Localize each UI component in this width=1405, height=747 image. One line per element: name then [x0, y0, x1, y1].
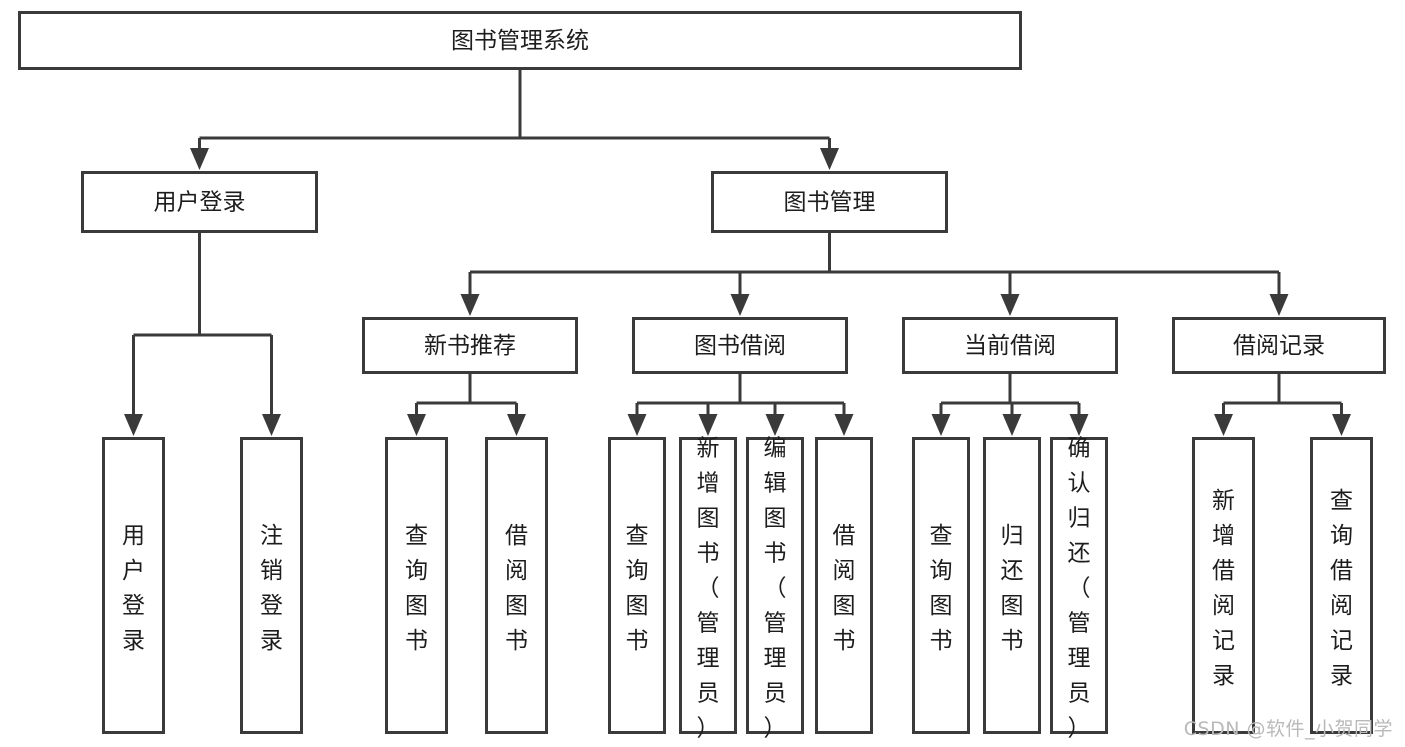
node-box — [1192, 437, 1255, 734]
node-leaf-confirm-return[interactable]: 确认归还（管理员） — [1050, 435, 1108, 741]
node-box — [385, 437, 448, 734]
arrow-head-icon — [1269, 294, 1289, 316]
node-leaf-add-book[interactable]: 新增图书（管理员） — [679, 435, 737, 741]
node-leaf-borrow-book-2[interactable]: 借阅图书 — [815, 437, 873, 734]
arrow-head-icon — [1332, 414, 1351, 436]
node-label: 查询借阅记录 — [1330, 488, 1353, 689]
arrow-head-icon — [1002, 414, 1022, 436]
node-leaf-add-record[interactable]: 新增借阅记录 — [1192, 437, 1255, 734]
node-new-book-rec[interactable]: 新书推荐 — [362, 317, 578, 374]
node-label: 用户登录 — [154, 190, 246, 216]
node-root[interactable]: 图书管理系统 — [18, 11, 1022, 70]
node-box — [815, 437, 873, 734]
node-label: 查询图书 — [626, 523, 649, 654]
node-label: 确认归还（管理员） — [1068, 435, 1091, 741]
node-box — [679, 437, 737, 734]
node-label: 借阅图书 — [505, 523, 528, 654]
node-box — [983, 437, 1041, 734]
arrow-head-icon — [1069, 414, 1089, 436]
node-label: 归还图书 — [1001, 523, 1024, 654]
node-box — [81, 171, 318, 233]
node-label: 借阅图书 — [833, 523, 856, 654]
node-box — [240, 437, 303, 734]
arrow-head-icon — [834, 414, 854, 436]
arrow-head-icon — [1214, 414, 1233, 436]
node-book-borrow[interactable]: 图书借阅 — [632, 317, 848, 374]
node-label: 图书管理系统 — [451, 28, 589, 54]
node-leaf-return-book[interactable]: 归还图书 — [983, 437, 1041, 734]
node-box — [902, 317, 1118, 374]
node-box — [711, 171, 948, 233]
node-box — [632, 317, 848, 374]
node-leaf-user-login[interactable]: 用户登录 — [102, 437, 165, 734]
watermark-label: CSDN @软件_小贺同学 — [1183, 718, 1393, 740]
node-label: 图书借阅 — [694, 333, 786, 359]
node-label: 新书推荐 — [424, 333, 516, 359]
arrow-head-icon — [124, 414, 143, 436]
node-box — [1310, 437, 1373, 734]
arrow-head-icon — [507, 414, 526, 436]
node-leaf-query-book-1[interactable]: 查询图书 — [385, 437, 448, 734]
node-label: 图书管理 — [784, 190, 876, 216]
arrow-head-icon — [765, 414, 785, 436]
node-label: 查询图书 — [930, 523, 953, 654]
node-box — [362, 317, 578, 374]
node-leaf-query-book-2[interactable]: 查询图书 — [608, 437, 666, 734]
arrow-head-icon — [730, 294, 750, 316]
node-book-manage[interactable]: 图书管理 — [711, 171, 948, 233]
node-current-borrow[interactable]: 当前借阅 — [902, 317, 1118, 374]
node-box — [746, 437, 804, 734]
node-label: 新增借阅记录 — [1212, 488, 1235, 689]
arrow-head-icon — [262, 414, 281, 436]
arrow-head-icon — [460, 294, 480, 316]
arrow-head-icon — [820, 148, 839, 170]
node-box — [1172, 317, 1386, 374]
node-layer: 图书管理系统用户登录图书管理新书推荐图书借阅当前借阅借阅记录用户登录注销登录查询… — [18, 11, 1386, 741]
node-leaf-query-book-3[interactable]: 查询图书 — [912, 437, 970, 734]
node-label: 用户登录 — [122, 523, 145, 654]
node-box — [608, 437, 666, 734]
node-box — [18, 11, 1022, 70]
arrow-head-icon — [931, 414, 951, 436]
node-box — [485, 437, 548, 734]
node-box — [912, 437, 970, 734]
node-label: 当前借阅 — [964, 333, 1056, 359]
node-box — [1050, 437, 1108, 734]
arrow-head-icon — [190, 148, 209, 170]
arrow-head-icon — [698, 414, 718, 436]
node-leaf-edit-book[interactable]: 编辑图书（管理员） — [746, 435, 804, 741]
arrow-head-icon — [627, 414, 647, 436]
arrow-head-icon — [407, 414, 426, 436]
node-leaf-borrow-book-1[interactable]: 借阅图书 — [485, 437, 548, 734]
connector-layer — [124, 70, 1351, 436]
node-borrow-record[interactable]: 借阅记录 — [1172, 317, 1386, 374]
node-leaf-query-record[interactable]: 查询借阅记录 — [1310, 437, 1373, 734]
node-label: 借阅记录 — [1233, 333, 1325, 359]
node-label: 查询图书 — [405, 523, 428, 654]
node-user-login[interactable]: 用户登录 — [81, 171, 318, 233]
node-box — [102, 437, 165, 734]
node-label: 新增图书（管理员） — [697, 435, 720, 741]
arrow-head-icon — [1000, 294, 1020, 316]
node-label: 编辑图书（管理员） — [764, 435, 787, 741]
node-label: 注销登录 — [260, 523, 283, 654]
node-leaf-user-logout[interactable]: 注销登录 — [240, 437, 303, 734]
